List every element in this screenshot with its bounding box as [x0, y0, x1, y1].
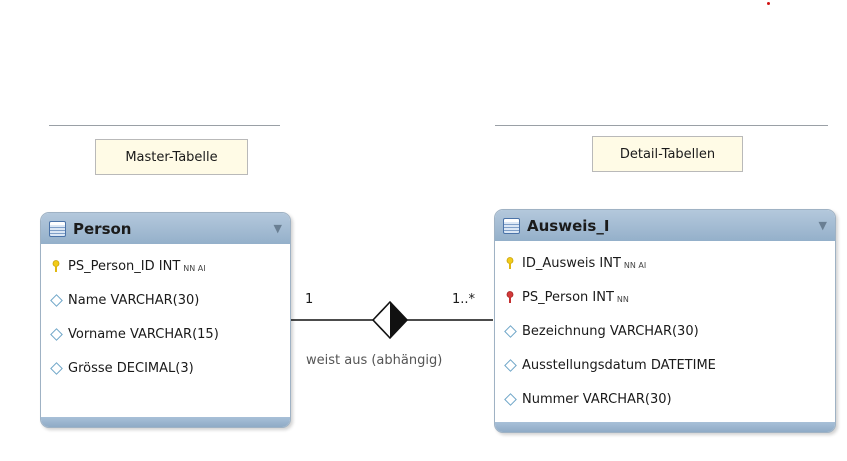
primary-key-icon: [49, 259, 63, 273]
column-icon: [503, 358, 517, 372]
column-icon: [503, 324, 517, 338]
column-row[interactable]: Grösse DECIMAL(3): [41, 351, 290, 385]
entity-header[interactable]: Person ▼: [41, 213, 290, 244]
column-name: Grösse: [68, 360, 113, 376]
collapse-arrow-icon[interactable]: ▼: [273, 222, 282, 235]
column-type: VARCHAR(30): [609, 323, 699, 339]
red-dot-marker: [767, 2, 770, 5]
column-type: DECIMAL(3): [116, 360, 194, 376]
relationship-diamond-fill: [390, 302, 407, 338]
entity-footer: [495, 422, 835, 432]
primary-key-icon: [503, 256, 517, 270]
column-name: ID_Ausweis: [522, 255, 596, 271]
note-detail-tabellen[interactable]: Detail-Tabellen: [592, 136, 743, 172]
column-flags: NN AI: [623, 260, 647, 270]
column-name: Nummer: [522, 391, 579, 407]
divider-right: [495, 125, 828, 126]
foreign-key-icon: [503, 290, 517, 304]
table-icon: [503, 217, 520, 234]
column-name: Vorname: [68, 326, 126, 342]
column-row[interactable]: Name VARCHAR(30): [41, 283, 290, 317]
entity-footer: [41, 417, 290, 427]
column-name: Bezeichnung: [522, 323, 606, 339]
column-icon: [49, 361, 63, 375]
column-icon: [49, 327, 63, 341]
collapse-arrow-icon[interactable]: ▼: [818, 219, 827, 232]
column-flags: NN AI: [183, 263, 206, 273]
column-type: INT: [599, 255, 621, 271]
cardinality-right: 1..*: [452, 292, 476, 307]
column-type: DATETIME: [650, 357, 716, 373]
divider-left: [49, 125, 280, 126]
table-icon: [49, 220, 66, 237]
column-type: INT: [158, 258, 181, 274]
column-row[interactable]: Vorname VARCHAR(15): [41, 317, 290, 351]
column-type: VARCHAR(15): [129, 326, 219, 342]
column-name: Name: [68, 292, 107, 308]
column-type: INT: [592, 289, 614, 305]
column-type: VARCHAR(30): [582, 391, 672, 407]
column-type: VARCHAR(30): [110, 292, 200, 308]
relationship-label[interactable]: weist aus (abhängig): [306, 353, 443, 368]
column-row[interactable]: Nummer VARCHAR(30): [495, 382, 835, 416]
column-flags: NN: [616, 294, 629, 304]
entity-header[interactable]: Ausweis_I ▼: [495, 210, 835, 241]
column-row[interactable]: Bezeichnung VARCHAR(30): [495, 314, 835, 348]
entity-title: Person: [73, 219, 132, 238]
column-name: Ausstellungsdatum: [522, 357, 647, 373]
column-icon: [49, 293, 63, 307]
column-row[interactable]: Ausstellungsdatum DATETIME: [495, 348, 835, 382]
column-name: PS_Person_ID: [68, 258, 155, 274]
note-master-tabelle[interactable]: Master-Tabelle: [95, 139, 248, 175]
column-name: PS_Person: [522, 289, 589, 305]
column-icon: [503, 392, 517, 406]
entity-title: Ausweis_I: [527, 216, 610, 235]
cardinality-left: 1: [305, 292, 314, 307]
